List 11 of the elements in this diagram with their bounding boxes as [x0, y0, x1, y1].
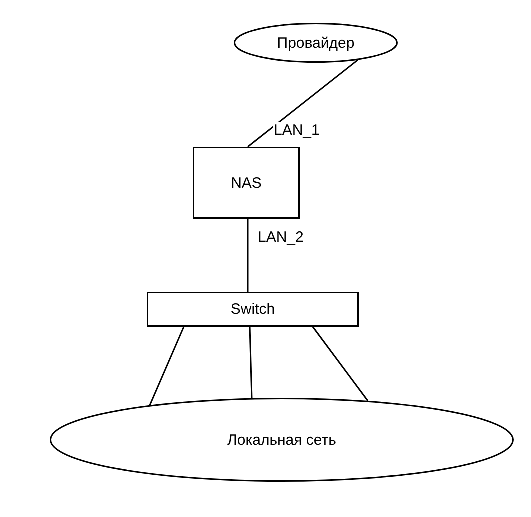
connector-line — [312, 326, 369, 402]
node-label: Провайдер — [277, 34, 355, 52]
connector-line — [247, 219, 249, 292]
node-label: NAS — [231, 174, 262, 192]
node-label: Локальная сеть — [228, 432, 336, 448]
edge-label: LAN_1 — [273, 122, 321, 139]
edge-label: LAN_2 — [257, 229, 305, 246]
connector-line — [249, 326, 253, 398]
node-label: Switch — [230, 301, 276, 318]
connector-line — [248, 60, 358, 148]
connector-line — [149, 326, 185, 406]
